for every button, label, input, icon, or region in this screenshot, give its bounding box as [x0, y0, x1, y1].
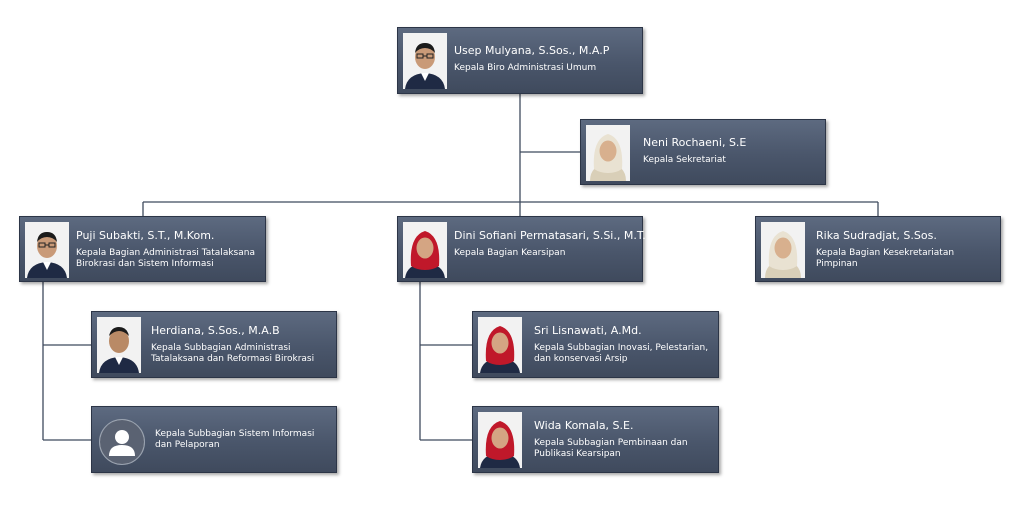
position-title: Kepala Subbagian Pembinaan dan Publikasi…: [534, 438, 688, 459]
org-card-bagian1[interactable]: Puji Subakti, S.T., M.Kom. Kepala Bagian…: [19, 216, 266, 282]
org-card-sub1b[interactable]: Kepala Subbagian Sistem Informasi dan Pe…: [91, 406, 337, 473]
portrait-photo: [586, 125, 630, 181]
org-card-sub2b[interactable]: Wida Komala, S.E. Kepala Subbagian Pembi…: [472, 406, 719, 473]
portrait-photo: [403, 222, 447, 278]
portrait-photo: [403, 33, 447, 89]
position-title: Kepala Bagian Kearsipan: [454, 248, 566, 258]
person-name: Rika Sudradjat, S.Sos.: [816, 229, 937, 242]
portrait-photo: [97, 317, 141, 373]
position-title: Kepala Biro Administrasi Umum: [454, 63, 597, 73]
user-placeholder-icon: [99, 419, 145, 465]
position-title: Kepala Subbagian Inovasi, Pelestarian, d…: [534, 343, 709, 364]
portrait-photo: [761, 222, 805, 278]
position-title: Kepala Bagian Administrasi Tatalaksana B…: [76, 248, 255, 269]
position-title: Kepala Subbagian Administrasi Tatalaksan…: [151, 343, 315, 364]
person-name: Wida Komala, S.E.: [534, 419, 634, 432]
org-card-bagian2[interactable]: Dini Sofiani Permatasari, S.Si., M.T. Ke…: [397, 216, 646, 282]
org-card-bagian3[interactable]: Rika Sudradjat, S.Sos. Kepala Bagian Kes…: [755, 216, 1001, 282]
org-card-sub1a[interactable]: Herdiana, S.Sos., M.A.B Kepala Subbagian…: [91, 311, 337, 378]
person-name: Dini Sofiani Permatasari, S.Si., M.T.: [454, 229, 646, 242]
portrait-photo: [25, 222, 69, 278]
person-name: Neni Rochaeni, S.E: [643, 136, 747, 149]
portrait-photo: [478, 317, 522, 373]
position-title: Kepala Subbagian Sistem Informasi dan Pe…: [155, 429, 315, 450]
portrait-photo: [478, 412, 522, 468]
person-name: Puji Subakti, S.T., M.Kom.: [76, 229, 215, 242]
person-name: Sri Lisnawati, A.Md.: [534, 324, 642, 337]
position-title: Kepala Sekretariat: [643, 155, 726, 165]
org-card-sub2a[interactable]: Sri Lisnawati, A.Md. Kepala Subbagian In…: [472, 311, 719, 378]
org-card-secretariat[interactable]: Neni Rochaeni, S.E Kepala Sekretariat: [580, 119, 826, 185]
org-card-head[interactable]: Usep Mulyana, S.Sos., M.A.P Kepala Biro …: [397, 27, 643, 94]
position-title: Kepala Bagian Kesekretariatan Pimpinan: [816, 248, 955, 269]
person-name: Usep Mulyana, S.Sos., M.A.P: [454, 44, 610, 57]
person-name: Herdiana, S.Sos., M.A.B: [151, 324, 280, 337]
